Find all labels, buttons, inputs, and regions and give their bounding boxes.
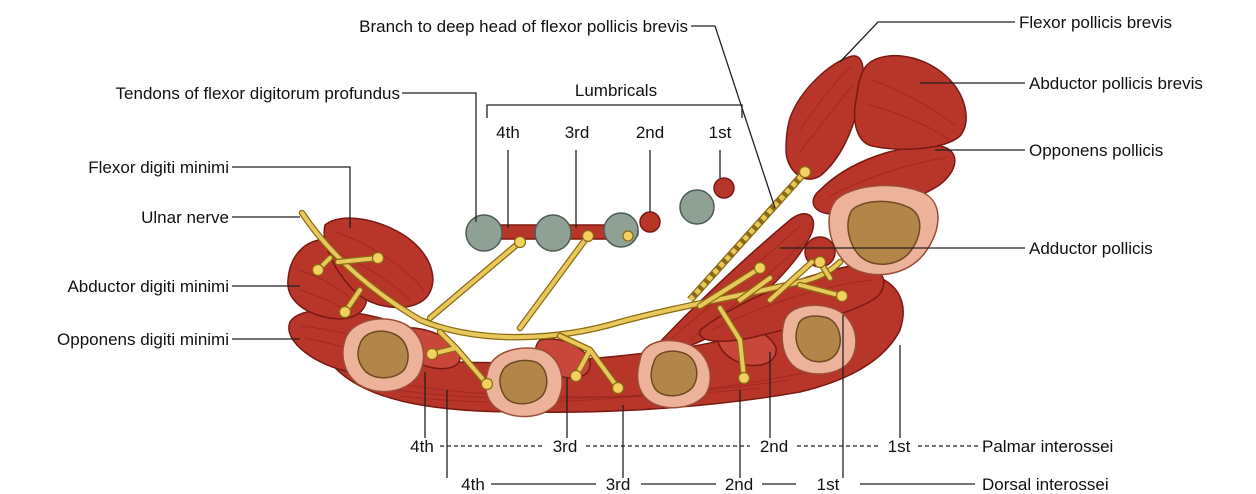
- nerve-end: [755, 263, 766, 274]
- nerve-end: [313, 265, 324, 276]
- metacarpal-3: [638, 341, 711, 408]
- metacarpal-2: [782, 305, 856, 374]
- label-opponens-pollicis: Opponens pollicis: [1029, 141, 1163, 160]
- label-palmar-interossei: Palmar interossei: [982, 437, 1113, 456]
- nerve-end: [623, 231, 633, 241]
- label-dorsal-interossei: Dorsal interossei: [982, 475, 1109, 494]
- label-tendons-fdp: Tendons of flexor digitorum profundus: [116, 84, 400, 103]
- flexor-pollicis-brevis-muscle: [786, 56, 863, 179]
- label-dorsal-2nd: 2nd: [725, 475, 753, 494]
- nerve-end: [571, 371, 582, 382]
- flexor-tendons-lumbricals: [466, 178, 734, 251]
- nerve-end: [739, 373, 750, 384]
- label-lumbricals: Lumbricals: [575, 81, 657, 100]
- nerve-end: [837, 291, 848, 302]
- label-abductor-pollicis-brevis: Abductor pollicis brevis: [1029, 74, 1203, 93]
- label-ulnar-nerve: Ulnar nerve: [141, 208, 229, 227]
- fdp-tendon-5: [466, 215, 502, 251]
- lumbrical-1-circle: [714, 178, 734, 198]
- nerve-end: [515, 237, 526, 248]
- label-lumbrical-1st: 1st: [709, 123, 732, 142]
- label-lumbrical-3rd: 3rd: [565, 123, 590, 142]
- nerve-end: [340, 307, 351, 318]
- label-palmar-1st: 1st: [888, 437, 911, 456]
- label-dorsal-4th: 4th: [461, 475, 485, 494]
- nerve-end: [373, 253, 384, 264]
- labels: Branch to deep head of flexor pollicis b…: [57, 13, 1203, 494]
- metacarpal-1: [829, 186, 938, 275]
- label-palmar-2nd: 2nd: [760, 437, 788, 456]
- label-flexor-digiti-minimi: Flexor digiti minimi: [88, 158, 229, 177]
- label-opponens-digiti-minimi: Opponens digiti minimi: [57, 330, 229, 349]
- label-palmar-3rd: 3rd: [553, 437, 578, 456]
- metacarpal-5: [343, 319, 424, 392]
- fdp-tendon-3: [604, 213, 638, 247]
- label-adductor-pollicis: Adductor pollicis: [1029, 239, 1153, 258]
- nerve-end: [815, 257, 826, 268]
- nerve-end: [800, 167, 811, 178]
- fdp-tendon-2: [680, 190, 714, 224]
- label-branch-flexor-pollicis-brevis: Branch to deep head of flexor pollicis b…: [359, 17, 688, 36]
- nerve-end: [482, 379, 493, 390]
- label-dorsal-3rd: 3rd: [606, 475, 631, 494]
- label-lumbrical-2nd: 2nd: [636, 123, 664, 142]
- lumbrical-2-circle: [640, 212, 660, 232]
- abductor-pollicis-brevis-muscle: [855, 56, 967, 150]
- nerve-end: [583, 231, 594, 242]
- metacarpal-4: [486, 348, 563, 417]
- fdp-tendon-4: [535, 215, 571, 251]
- label-dorsal-1st: 1st: [817, 475, 840, 494]
- label-abductor-digiti-minimi: Abductor digiti minimi: [67, 277, 229, 296]
- label-lumbrical-4th: 4th: [496, 123, 520, 142]
- nerve-end: [427, 349, 438, 360]
- nerve-end: [613, 383, 624, 394]
- label-flexor-pollicis-brevis: Flexor pollicis brevis: [1019, 13, 1172, 32]
- label-palmar-4th: 4th: [410, 437, 434, 456]
